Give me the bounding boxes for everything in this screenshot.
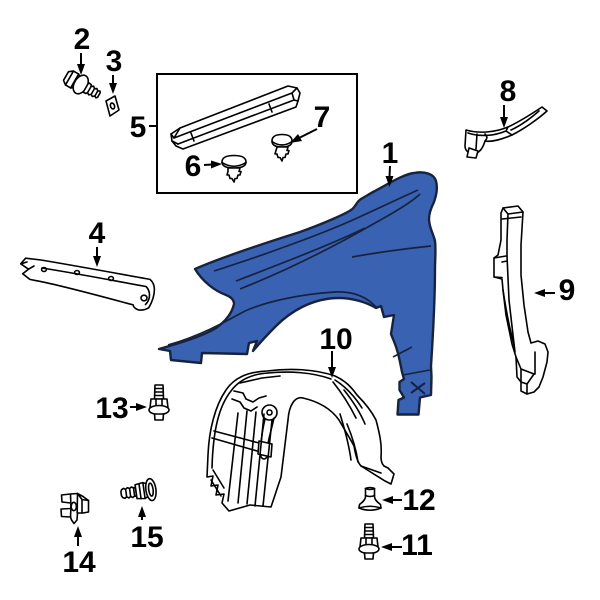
svg-text:10: 10 [319, 323, 352, 356]
svg-text:15: 15 [130, 521, 163, 554]
svg-text:3: 3 [106, 45, 123, 78]
svg-text:4: 4 [89, 217, 106, 250]
svg-text:6: 6 [185, 150, 202, 183]
svg-text:2: 2 [74, 23, 91, 56]
svg-text:9: 9 [559, 274, 576, 307]
svg-text:1: 1 [382, 137, 399, 170]
svg-text:12: 12 [402, 484, 435, 517]
svg-text:7: 7 [314, 101, 331, 134]
svg-text:8: 8 [500, 75, 517, 108]
svg-text:14: 14 [62, 546, 96, 579]
svg-text:13: 13 [95, 392, 128, 425]
svg-text:11: 11 [401, 529, 433, 562]
svg-text:5: 5 [130, 111, 147, 144]
